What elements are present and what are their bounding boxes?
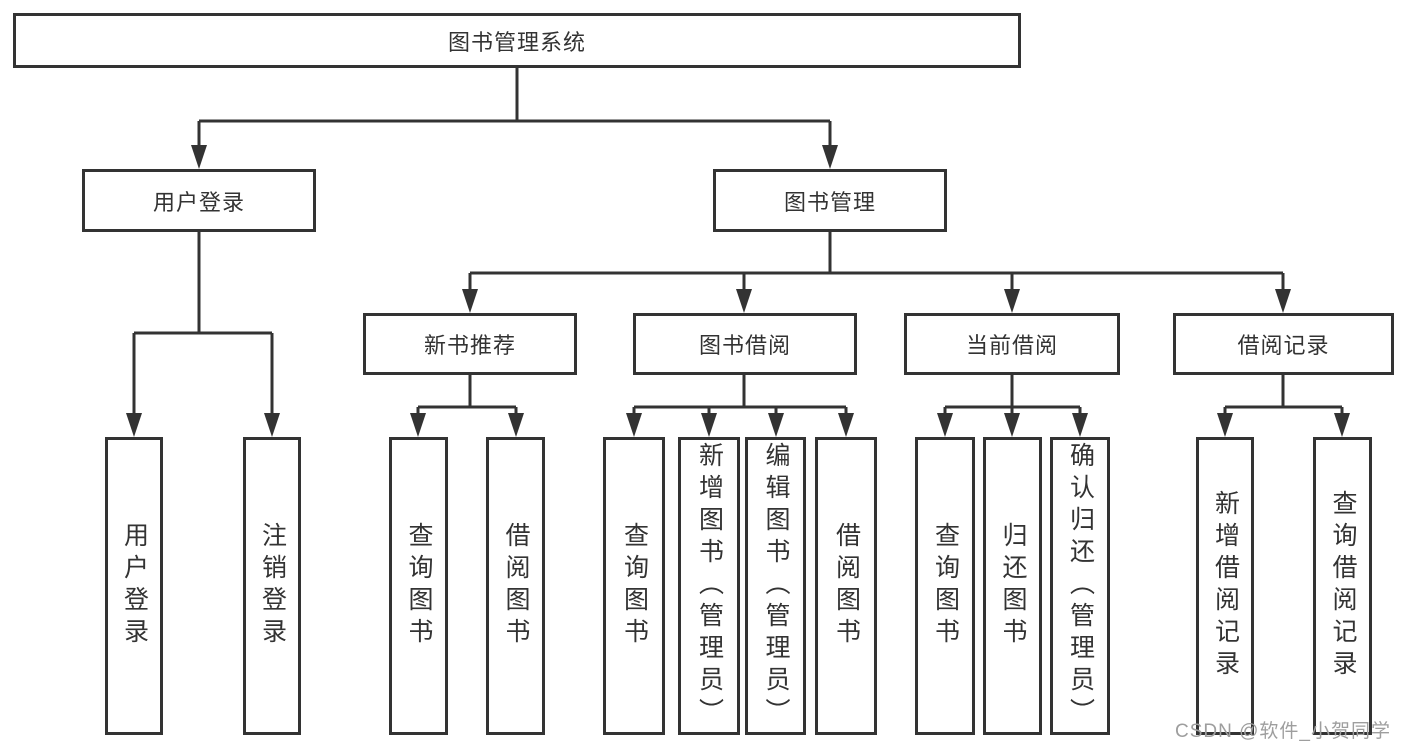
leaf-current-return-books-label: 归还图书 (999, 522, 1027, 650)
node-root-system: 图书管理系统 (13, 13, 1021, 68)
leaf-borrow-query-books: 查询图书 (603, 437, 665, 735)
leaf-borrow-query-books-label: 查询图书 (620, 522, 649, 650)
node-user-login-label: 用户登录 (152, 189, 245, 215)
leaf-user-login: 用户登录 (105, 437, 163, 735)
leaf-recommend-borrow-books-label: 借阅图书 (502, 522, 530, 650)
leaf-current-query-books-label: 查询图书 (931, 522, 960, 650)
node-book-management-label: 图书管理 (783, 189, 876, 215)
leaf-recommend-query-books: 查询图书 (389, 437, 448, 735)
leaf-records-add-record: 新增借阅记录 (1196, 437, 1254, 735)
leaf-records-query-record-label: 查询借阅记录 (1329, 490, 1357, 682)
node-user-login: 用户登录 (82, 169, 316, 232)
leaf-borrow-add-books-admin: 新增图书（管理员） (678, 437, 740, 735)
leaf-logout: 注销登录 (243, 437, 301, 735)
node-book-management: 图书管理 (713, 169, 947, 232)
leaf-recommend-borrow-books: 借阅图书 (486, 437, 545, 735)
leaf-current-confirm-return-admin-label: 确认归还（管理员） (1066, 442, 1095, 730)
node-root-label: 图书管理系统 (447, 29, 586, 55)
leaf-records-add-record-label: 新增借阅记录 (1211, 490, 1240, 682)
leaf-borrow-add-books-admin-label: 新增图书（管理员） (695, 442, 724, 730)
node-borrow-records-label: 借阅记录 (1237, 333, 1330, 358)
leaf-borrow-borrow-books-label: 借阅图书 (832, 522, 861, 650)
leaf-user-login-label: 用户登录 (120, 522, 149, 650)
node-new-book-recommend: 新书推荐 (363, 313, 577, 375)
leaf-logout-label: 注销登录 (258, 522, 287, 650)
node-new-book-recommend-label: 新书推荐 (423, 333, 516, 358)
node-current-borrow: 当前借阅 (904, 313, 1120, 375)
leaf-borrow-edit-books-admin: 编辑图书（管理员） (745, 437, 806, 735)
leaf-recommend-query-books-label: 查询图书 (405, 522, 433, 650)
node-book-borrow: 图书借阅 (633, 313, 857, 375)
node-current-borrow-label: 当前借阅 (965, 333, 1058, 358)
leaf-borrow-borrow-books: 借阅图书 (815, 437, 877, 735)
leaf-current-return-books: 归还图书 (983, 437, 1042, 735)
leaf-borrow-edit-books-admin-label: 编辑图书（管理员） (762, 442, 790, 730)
arrowheads (126, 145, 1350, 437)
leaf-records-query-record: 查询借阅记录 (1313, 437, 1372, 735)
csdn-watermark: CSDN @软件_小贺同学 (1175, 721, 1391, 742)
node-borrow-records: 借阅记录 (1173, 313, 1394, 375)
leaf-current-confirm-return-admin: 确认归还（管理员） (1050, 437, 1110, 735)
leaf-current-query-books: 查询图书 (915, 437, 975, 735)
node-book-borrow-label: 图书借阅 (698, 333, 791, 358)
